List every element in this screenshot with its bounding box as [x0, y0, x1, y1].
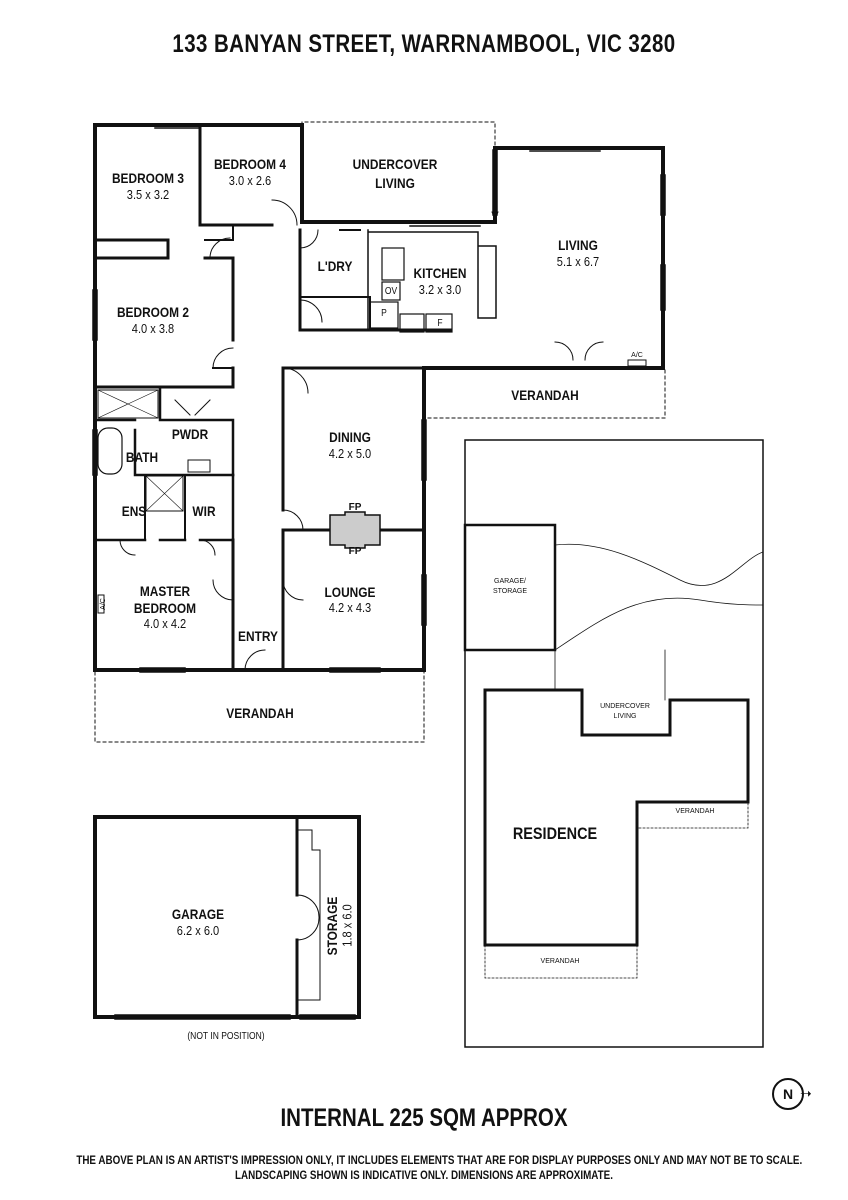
room-label-verandah-side: VERANDAH — [511, 387, 579, 403]
room-label-bedroom3: BEDROOM 3 — [111, 170, 185, 186]
fixture-fp-top: FP — [348, 502, 362, 513]
shower — [97, 389, 159, 419]
room-dims-master: 4.0 x 4.2 — [143, 616, 187, 631]
room-label-dining: DINING — [329, 429, 371, 445]
area-summary: INTERNAL 225 SQM APPROX — [280, 1104, 568, 1132]
fixture-fridge: F — [437, 318, 443, 329]
room-label-entry: ENTRY — [238, 628, 278, 644]
compass-label: N — [782, 1086, 794, 1102]
verandah-side-outline — [423, 367, 666, 419]
room-label-storage: STORAGE — [324, 896, 340, 956]
room-label-living: LIVING — [558, 237, 598, 253]
room-label-verandah-front: VERANDAH — [226, 705, 294, 721]
room-dims-bedroom2: 4.0 x 3.8 — [131, 321, 175, 336]
room-label-kitchen: KITCHEN — [413, 265, 467, 281]
disclaimer-line-1: THE ABOVE PLAN IS AN ARTIST'S IMPRESSION… — [76, 1153, 803, 1167]
wall-bath — [95, 418, 235, 477]
bathtub — [97, 427, 123, 475]
fixture-oven: OV — [384, 286, 398, 297]
room-dims-kitchen: 3.2 x 3.0 — [418, 282, 462, 297]
room-dims-storage: 1.8 x 6.0 — [339, 904, 355, 947]
site-garage — [463, 523, 557, 652]
garage-outer-wall — [93, 815, 361, 1019]
room-label-wir: WIR — [192, 503, 216, 519]
room-label-bedroom2: BEDROOM 2 — [116, 304, 190, 320]
storage-shelves — [298, 829, 321, 1001]
room-label-master-1: MASTER — [139, 583, 191, 599]
site-label-garage-1: GARAGE/ — [494, 578, 526, 585]
arrow-right-icon: ➝ — [800, 1085, 812, 1101]
disclaimer-line-2: LANDSCAPING SHOWN IS INDICATIVE ONLY. DI… — [235, 1168, 613, 1182]
site-label-verandah-right: VERANDAH — [675, 808, 715, 815]
north-compass-icon: N — [772, 1078, 804, 1110]
room-dims-bedroom3: 3.5 x 3.2 — [126, 187, 170, 202]
site-verandah-right — [636, 801, 749, 829]
room-dims-lounge: 4.2 x 4.3 — [328, 600, 372, 615]
site-driveway — [554, 543, 764, 651]
room-label-powder: PWDR — [171, 426, 209, 442]
kitchen-bench — [367, 229, 497, 331]
fixture-pantry: P — [381, 308, 387, 319]
room-label-garage: GARAGE — [171, 906, 225, 922]
site-verandah-bottom — [484, 944, 638, 979]
site-label-undercover-2: LIVING — [613, 713, 637, 720]
room-label-bath: BATH — [125, 449, 159, 465]
room-label-undercover-1: UNDERCOVER — [352, 156, 438, 172]
undercover-outline — [301, 121, 496, 149]
house-outer-wall — [93, 123, 665, 672]
site-residence — [483, 688, 750, 947]
room-label-master-2: BEDROOM — [133, 600, 197, 616]
wall-bed4 — [198, 126, 274, 227]
fixture-ac-master: A/C — [100, 598, 107, 610]
room-dims-garage: 6.2 x 6.0 — [176, 923, 220, 938]
room-label-ensuite: ENS — [121, 503, 147, 519]
site-label-undercover-1: UNDERCOVER — [600, 703, 650, 710]
site-label-verandah-bottom: VERANDAH — [540, 958, 580, 965]
room-dims-bedroom4: 3.0 x 2.6 — [228, 173, 272, 188]
room-label-undercover-2: LIVING — [375, 175, 415, 191]
verandah-front-outline — [94, 671, 425, 743]
room-label-bedroom4: BEDROOM 4 — [213, 156, 287, 172]
wall-bed3-bottom — [95, 238, 170, 260]
page-title: 133 BANYAN STREET, WARRNAMBOOL, VIC 3280 — [172, 30, 676, 58]
door-swing — [271, 199, 298, 226]
wall-bed2-bottom — [95, 366, 235, 389]
fixture-fp-bottom: FP — [348, 546, 362, 557]
room-label-laundry: L'DRY — [317, 258, 353, 274]
room-dims-living: 5.1 x 6.7 — [556, 254, 600, 269]
site-label-garage-2: STORAGE — [492, 588, 528, 595]
room-dims-dining: 4.2 x 5.0 — [328, 446, 372, 461]
room-label-lounge: LOUNGE — [324, 584, 376, 600]
fixture-ac-living: A/C — [631, 352, 643, 359]
site-boundary — [464, 439, 764, 1048]
site-label-residence: RESIDENCE — [512, 824, 598, 843]
fireplace — [329, 511, 381, 549]
garage-note: (NOT IN POSITION) — [187, 1031, 265, 1042]
